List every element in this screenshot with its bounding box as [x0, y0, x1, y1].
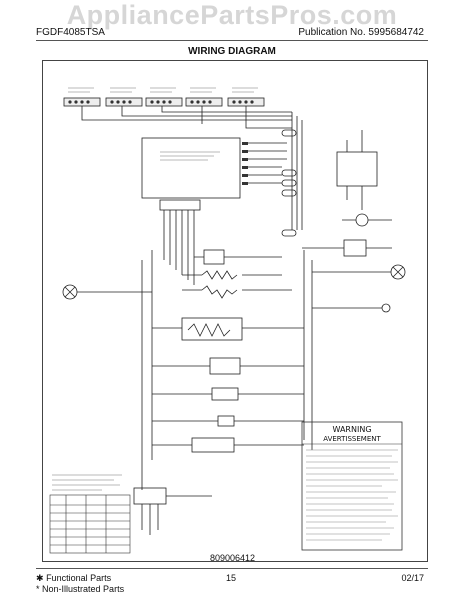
header-rule: [36, 40, 428, 41]
cooling-fan: [203, 249, 225, 265]
legend-non-illustrated: * Non-Illustrated Parts: [36, 584, 125, 594]
surface-switch-block: [336, 151, 378, 187]
publication-number: Publication No. 5995684742: [298, 27, 424, 38]
right-terminals: [281, 129, 297, 237]
noise-filter: [152, 437, 304, 453]
sensor-table: [49, 474, 131, 554]
terminal-block: [133, 487, 167, 535]
control-connectors: [159, 199, 201, 285]
page-number: 15: [226, 573, 237, 583]
legend-functional: ✱ Functional Parts: [36, 573, 112, 583]
watermark: AppliancePartsPros.com: [66, 0, 398, 30]
wiring-diagram: WARNING AVERTISSEMENT: [49, 87, 406, 554]
model-number: FGDF4085TSA: [36, 27, 105, 38]
diagram-frame: [42, 60, 428, 562]
temperature-sensor: [312, 303, 391, 313]
door-switch: [217, 415, 235, 427]
light-switch: [355, 213, 369, 227]
publication-date: 02/17: [401, 573, 424, 583]
non-illustrated-parts-icon: *: [36, 584, 40, 594]
convection-element: [181, 317, 243, 341]
bake-element: [182, 270, 282, 280]
oven-lamp-left: [62, 284, 152, 300]
warning-title: WARNING: [332, 425, 371, 434]
warning-subtitle: AVERTISSEMENT: [323, 435, 381, 443]
broil-element: [182, 285, 292, 299]
page-title: WIRING DIAGRAM: [188, 46, 276, 57]
electronic-oven-control: [141, 137, 241, 199]
document-number: 809006412: [210, 553, 256, 563]
fan-motor: [343, 239, 367, 257]
footer-rule: [36, 568, 428, 569]
functional-parts-icon: ✱: [36, 573, 44, 583]
convection-fan-motor: [209, 357, 241, 375]
oven-lamp-right: [312, 264, 406, 280]
surface-switch-row: [63, 87, 265, 107]
door-lock: [211, 387, 239, 401]
warning-box: [301, 421, 403, 551]
